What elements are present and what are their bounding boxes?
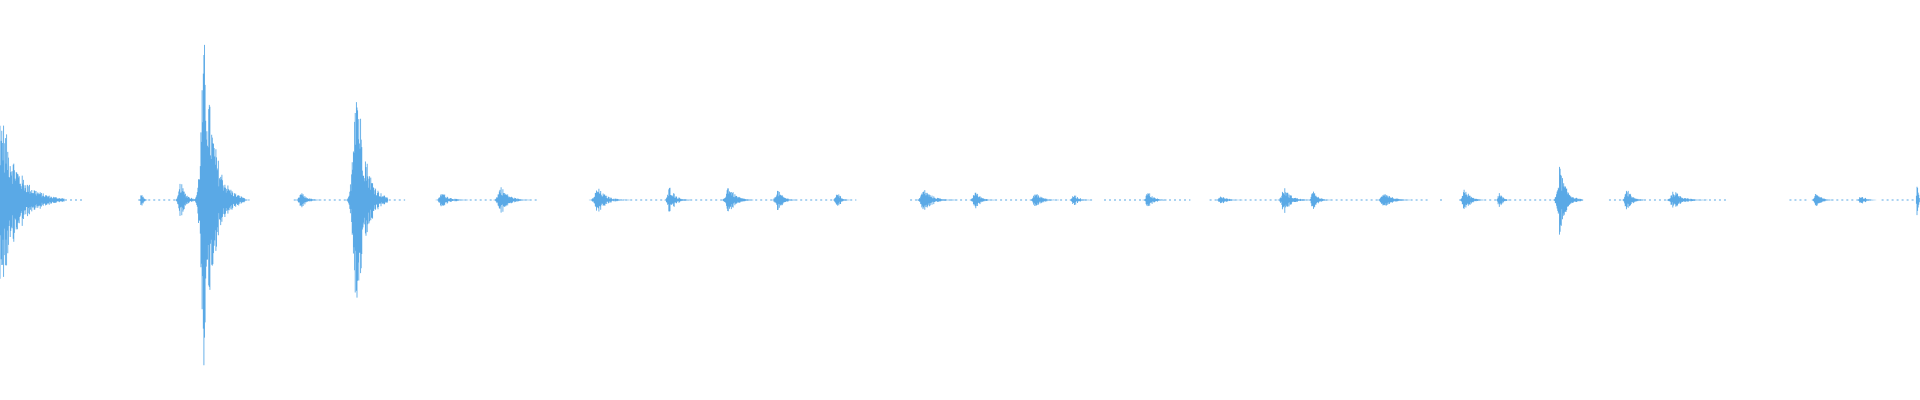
waveform-burst [1665, 191, 1708, 208]
waveform-burst-path [241, 198, 249, 203]
waveform-burst [914, 190, 958, 210]
waveform-burst-path [1621, 190, 1647, 210]
waveform-burst [1069, 195, 1092, 205]
waveform-burst-path [139, 195, 148, 206]
waveform-burst [1142, 193, 1167, 207]
waveform-burst [139, 195, 148, 206]
waveform-burst [1857, 197, 1877, 204]
waveform-burst [588, 188, 630, 212]
waveform-burst-path [721, 188, 754, 212]
waveform-burst-path [1459, 189, 1484, 209]
waveform-burst [1307, 191, 1331, 209]
waveform-burst-path [1857, 197, 1877, 204]
waveform-burst-path [1552, 166, 1584, 235]
waveform-burst [1376, 194, 1411, 206]
waveform-burst-path [1276, 188, 1311, 213]
waveform-burst-path [832, 194, 851, 206]
waveform-burst [1495, 193, 1512, 207]
waveform-burst-path [1307, 191, 1331, 209]
waveform-burst-path [664, 187, 691, 212]
waveform-burst [345, 102, 389, 298]
waveform-burst-path [588, 188, 630, 212]
waveform-burst [1811, 194, 1834, 206]
waveform-burst [771, 190, 798, 210]
waveform-burst-path [1376, 194, 1411, 206]
waveform-burst [435, 194, 469, 207]
waveform-burst-path [914, 190, 958, 210]
waveform-burst-path [191, 44, 244, 366]
waveform-burst-path [1915, 186, 1920, 216]
waveform-burst [664, 187, 691, 212]
waveform-burst [721, 188, 754, 212]
waveform-burst [1552, 166, 1584, 235]
waveform-burst [241, 198, 249, 203]
waveform-burst [191, 44, 244, 366]
waveform-burst-path [435, 194, 469, 207]
waveform-burst-path [0, 125, 65, 279]
waveform-burst [1915, 186, 1920, 216]
waveform-burst-path [1495, 193, 1512, 207]
waveform-burst [832, 194, 851, 206]
waveform-burst-path [1811, 194, 1834, 206]
waveform-burst [492, 187, 530, 213]
waveform-burst-path [969, 192, 996, 209]
waveform-burst [295, 193, 322, 208]
waveform-burst-path [492, 187, 530, 213]
waveform-burst [1621, 190, 1647, 210]
waveform-burst [1215, 196, 1244, 204]
waveform-burst-path [1215, 196, 1244, 204]
waveform-burst-path [771, 190, 798, 210]
waveform-burst-path [1142, 193, 1167, 207]
waveform-burst [1459, 189, 1484, 209]
waveform-burst-path [1028, 194, 1060, 206]
waveform-burst [969, 192, 996, 209]
waveform-burst-path [345, 102, 389, 298]
waveform-burst [1028, 194, 1060, 206]
waveform-burst-path [1069, 195, 1092, 205]
waveform-burst [1276, 188, 1311, 213]
waveform-burst-path [295, 193, 322, 208]
waveform-burst [0, 125, 65, 279]
waveform-burst-path [1665, 191, 1708, 208]
